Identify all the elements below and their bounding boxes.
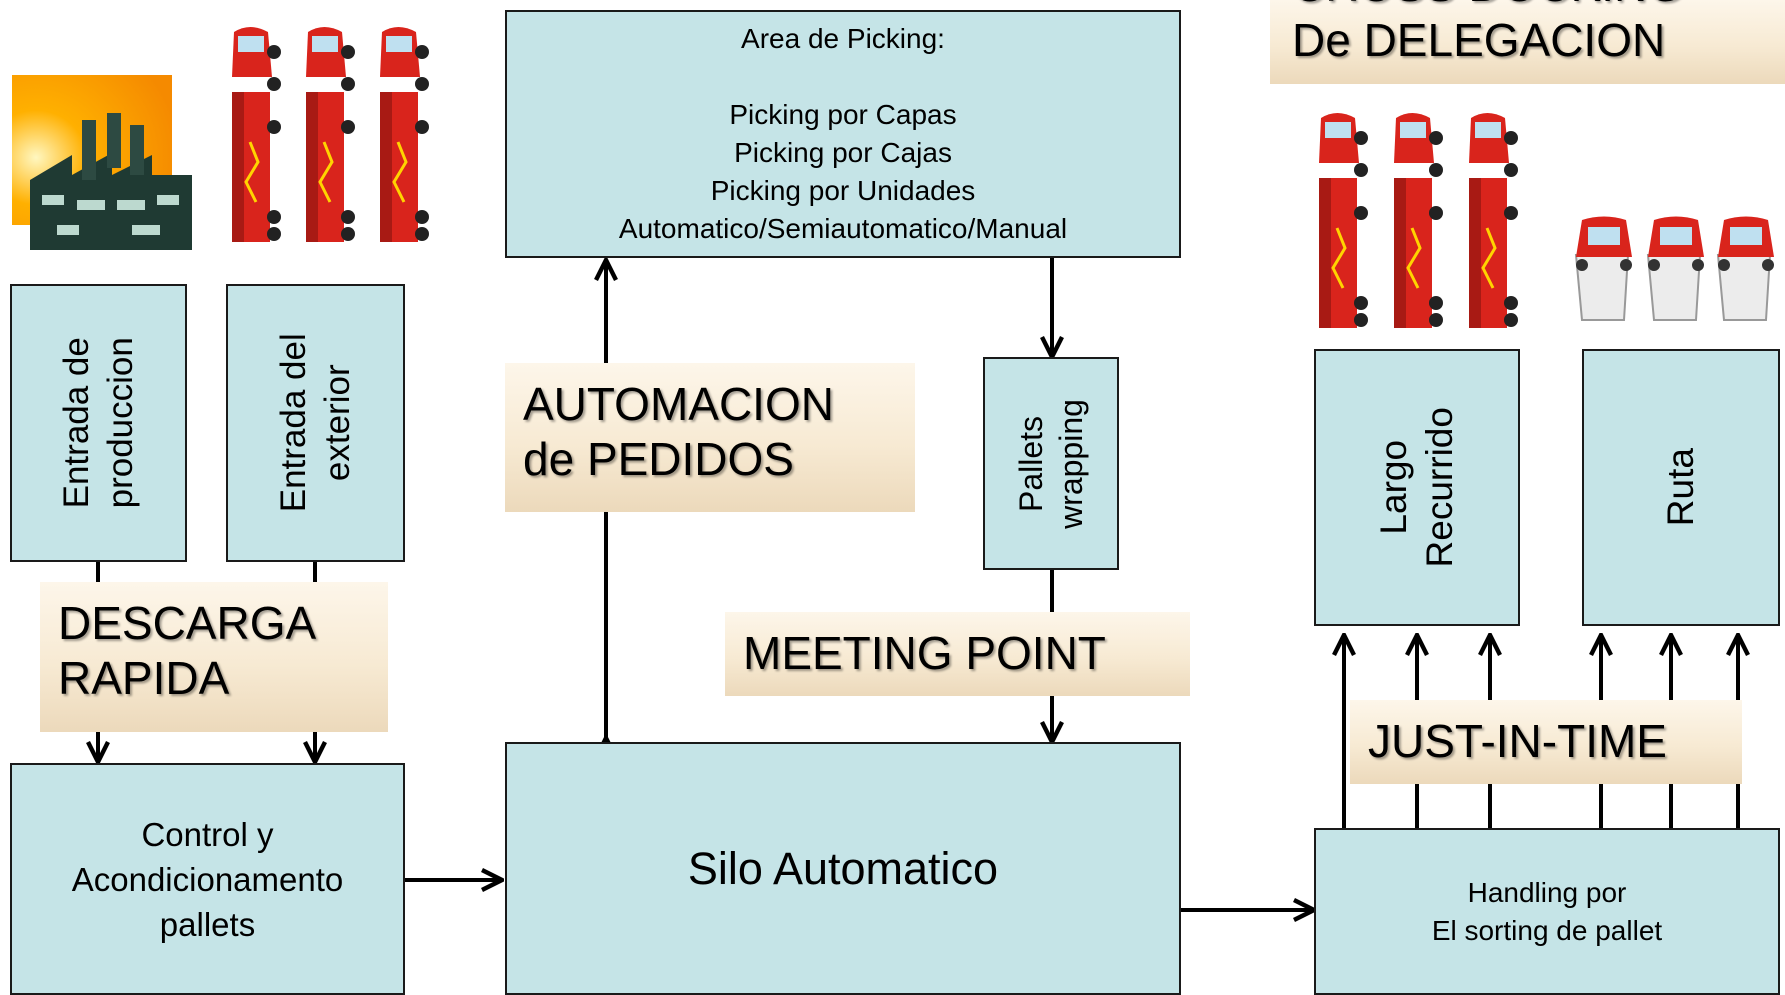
silo-automatico-box: Silo Automatico [505,742,1181,995]
automacion-pedidos-label: AUTOMACION de PEDIDOS [505,363,915,512]
handling-box: Handling por El sorting de pallet [1314,828,1780,995]
cross-docking-label: CROSS DOCKING De DELEGACION [1270,0,1785,84]
entrada-exterior-box: Entrada del exterior [226,284,405,562]
truck-icon [1319,113,1368,328]
truck-icon [306,27,355,242]
truck-icon [232,27,281,242]
entrada-produccion-box: Entrada de produccion [10,284,187,562]
van-icon [1716,216,1774,321]
van-icon [1646,216,1704,321]
largo-recurrido-box: Largo Recurrido [1314,349,1520,626]
picking-area-box: Area de Picking: Picking por Capas Picki… [505,10,1181,258]
just-in-time-label: JUST-IN-TIME [1350,700,1742,784]
pallets-wrapping-box: Pallets wrapping [983,357,1119,570]
ruta-box: Ruta [1582,349,1780,626]
factory-icon [12,75,192,250]
van-icon [1574,216,1632,321]
truck-icon [1394,113,1443,328]
control-pallets-box: Control y Acondicionamento pallets [10,763,405,995]
truck-icon [380,27,429,242]
truck-icon [1469,113,1518,328]
descarga-rapida-label: DESCARGA RAPIDA [40,582,388,732]
meeting-point-label: MEETING POINT [725,612,1190,696]
